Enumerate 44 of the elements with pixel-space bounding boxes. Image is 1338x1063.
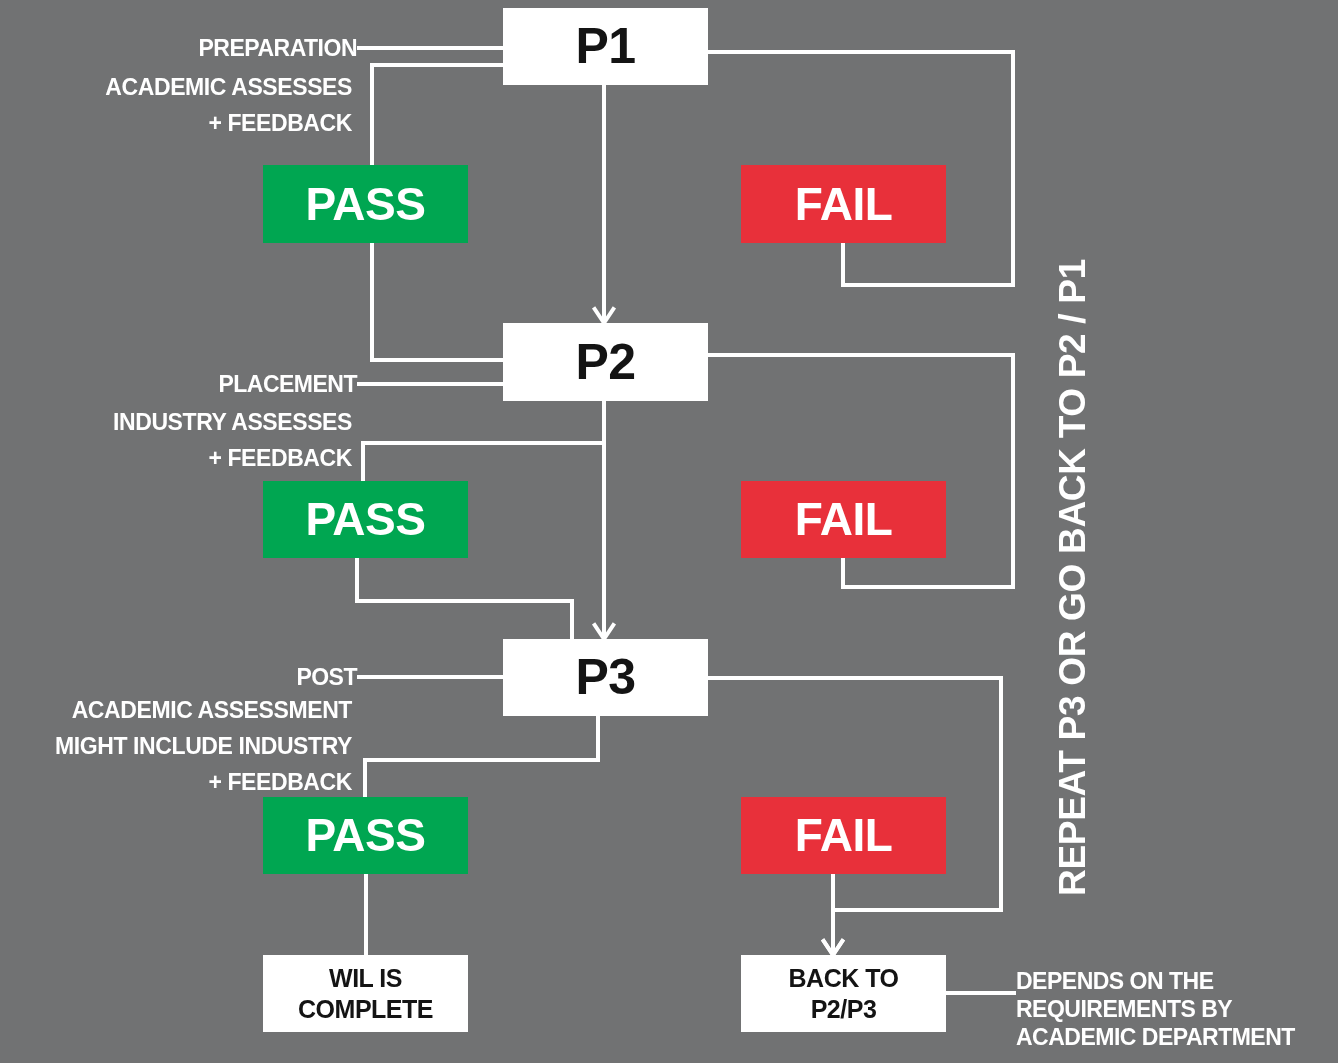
step-box: [503, 639, 708, 716]
pass-box: [263, 165, 468, 243]
connector-line: [708, 353, 1015, 589]
connector-line: [370, 243, 503, 362]
box-label: WIL IS COMPLETE: [298, 963, 433, 1024]
fail-box: [741, 797, 946, 874]
assessment-note: INDUSTRY ASSESSES + FEEDBACK: [111, 408, 352, 473]
stage-label: PLACEMENT: [120, 367, 357, 401]
outcome-box: [263, 955, 468, 1032]
side-note: REPEAT P3 OR GO BACK TO P2 / P1: [1054, 258, 1094, 896]
stage-label: POST: [120, 660, 357, 694]
connector-line: [370, 63, 503, 165]
connector-line: [355, 558, 574, 639]
fail-box: [741, 165, 946, 243]
fail-box: [741, 481, 946, 558]
assessment-note: ACADEMIC ASSESSES + FEEDBACK: [104, 73, 352, 138]
connector-line: [364, 874, 368, 955]
note-text: DEPENDS ON THE REQUIREMENTS BY ACADEMIC DEPARTMENT: [1016, 956, 1334, 1062]
box-label: PASS: [305, 492, 426, 548]
connector-arrow: [591, 85, 617, 325]
outcome-box: [741, 955, 946, 1032]
box-label: P3: [575, 648, 636, 707]
connector-arrow: [591, 401, 617, 641]
connector-line: [357, 675, 503, 679]
connector-line: [946, 991, 1016, 995]
connector-line: [708, 50, 1015, 287]
connector-line: [357, 46, 503, 50]
stage-label: PREPARATION: [120, 31, 357, 65]
box-label: P1: [575, 17, 636, 76]
assessment-note: ACADEMIC ASSESSMENT MIGHT INCLUDE INDUSTRY + FEEDBACK: [54, 696, 352, 797]
connector-line: [363, 716, 600, 797]
box-label: BACK TO P2/P3: [787, 963, 900, 1024]
box-label: PASS: [305, 808, 426, 864]
pass-box: [263, 797, 468, 874]
box-label: PASS: [305, 176, 426, 232]
box-label: FAIL: [794, 492, 893, 548]
box-label: P2: [575, 332, 636, 392]
box-label: FAIL: [794, 176, 893, 232]
connector-line: [357, 382, 503, 386]
connector-arrow: [820, 874, 846, 957]
step-box: [503, 323, 708, 401]
pass-box: [263, 481, 468, 558]
box-label: FAIL: [794, 808, 893, 864]
step-box: [503, 8, 708, 85]
